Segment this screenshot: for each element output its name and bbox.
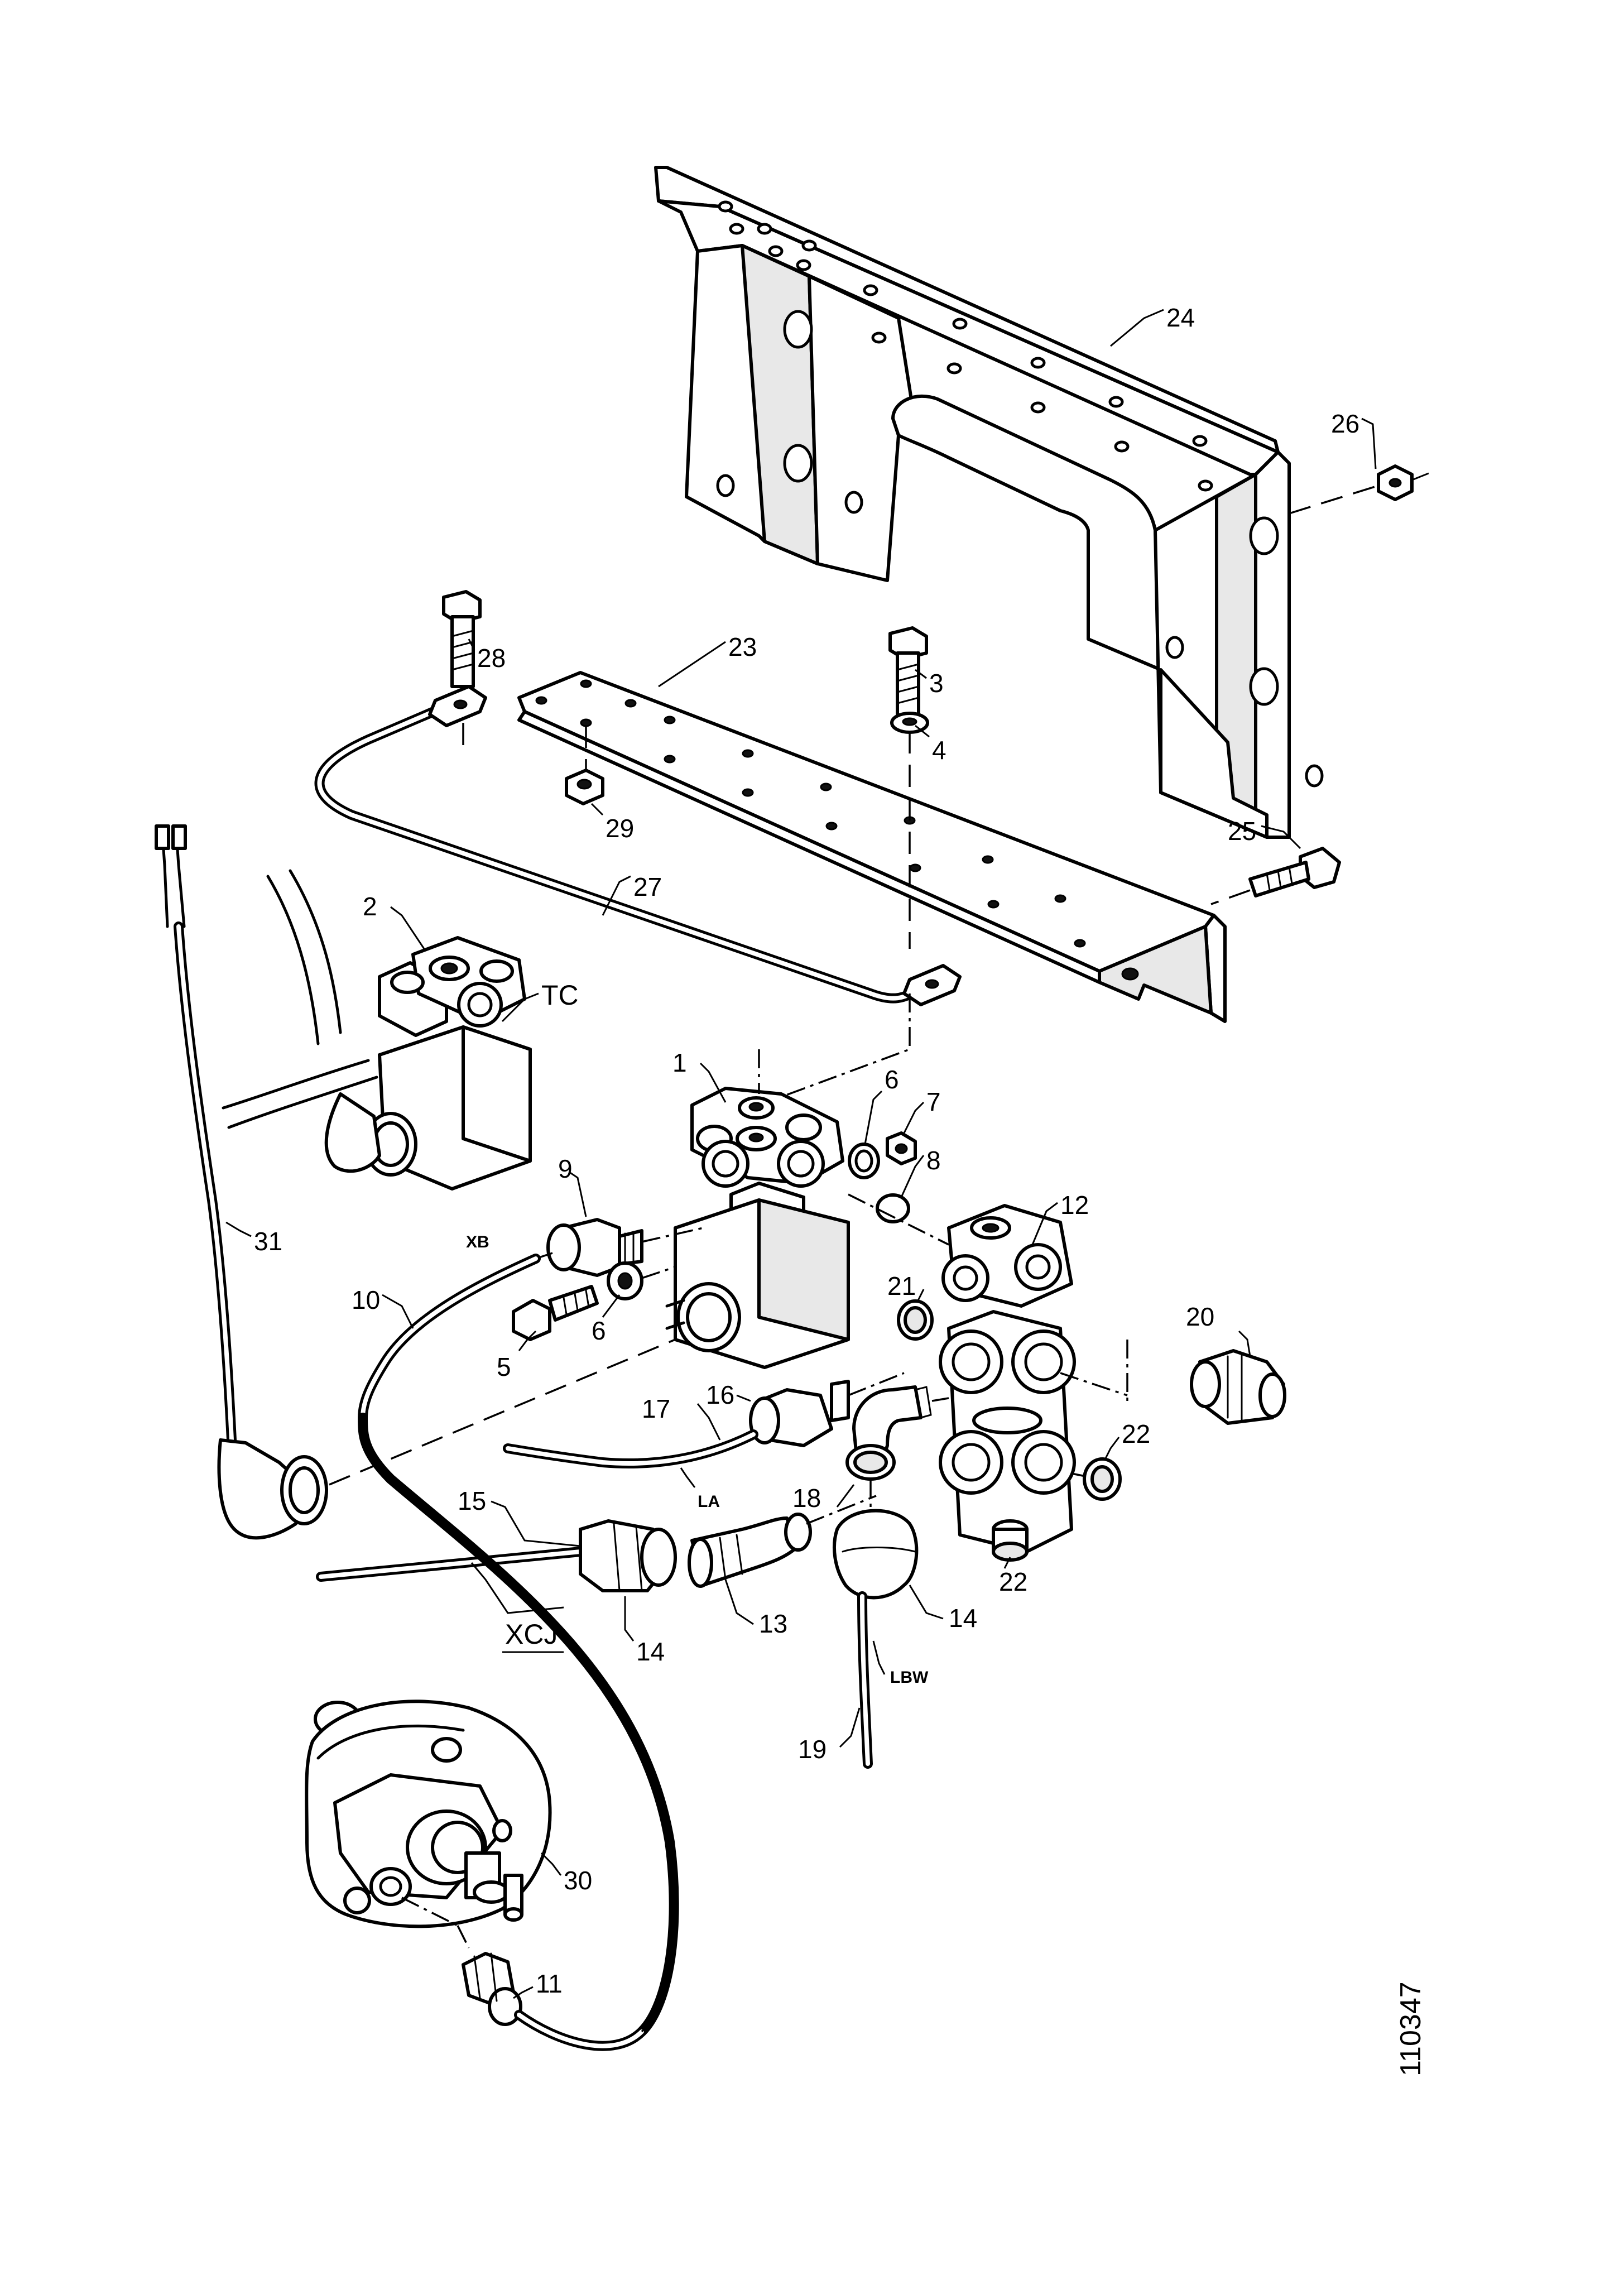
- tube-17: [503, 1429, 758, 1468]
- callout-3: 3: [929, 669, 944, 698]
- callout-26: 26: [1331, 409, 1359, 438]
- callout-14-right: 14: [949, 1604, 977, 1633]
- callout-24: 24: [1166, 303, 1195, 332]
- callout-9: 9: [558, 1154, 573, 1183]
- callout-18: 18: [792, 1484, 821, 1513]
- callout-22-bottom: 22: [999, 1567, 1027, 1596]
- callout-17: 17: [642, 1394, 670, 1423]
- callout-13: 13: [759, 1609, 787, 1638]
- callout-11: 11: [536, 1969, 563, 1998]
- nut-7: [886, 1131, 917, 1165]
- mounting-plate-23: [517, 671, 1227, 1023]
- fitting-20: [1190, 1349, 1286, 1425]
- nut-29: [565, 726, 604, 805]
- solenoid-valve-1: [665, 1049, 850, 1369]
- cable-31: [155, 824, 676, 1540]
- mounting-bracket-24: [654, 166, 1324, 839]
- callout-7: 7: [926, 1087, 941, 1116]
- code-tc: TC: [541, 980, 579, 1011]
- tube-15: [316, 1547, 585, 1582]
- callout-23: 23: [728, 632, 757, 661]
- callout-29: 29: [606, 814, 634, 843]
- tube-19: [857, 1591, 873, 1769]
- callout-31: 31: [254, 1227, 282, 1256]
- plug-22-right: [1071, 1457, 1122, 1501]
- callout-20: 20: [1186, 1302, 1214, 1331]
- callout-10: 10: [352, 1285, 380, 1314]
- callout-30: 30: [564, 1866, 592, 1895]
- pressure-switch-30: [305, 1700, 552, 1948]
- callout-6-upper: 6: [885, 1065, 899, 1094]
- fitting-16: [749, 1372, 905, 1447]
- callout-25: 25: [1228, 817, 1256, 846]
- distribution-block-12: [848, 1193, 1128, 1553]
- callout-19: 19: [798, 1735, 827, 1764]
- callout-28: 28: [477, 644, 506, 673]
- bolt-28: [442, 590, 482, 748]
- code-xcj: XCJ: [505, 1619, 558, 1650]
- callout-8: 8: [926, 1146, 941, 1175]
- callout-16: 16: [706, 1380, 734, 1409]
- callout-27: 27: [633, 872, 662, 901]
- elbow-13: [688, 1495, 877, 1588]
- callout-12: 12: [1060, 1191, 1089, 1220]
- tube-10: [358, 1254, 541, 1423]
- solenoid-valve-2: [222, 869, 532, 1191]
- code-xb: XB: [466, 1233, 489, 1251]
- callout-2: 2: [363, 892, 377, 921]
- plug-22-bottom: [992, 1519, 1029, 1562]
- callout-14-left: 14: [636, 1637, 665, 1666]
- nut-14-right: [833, 1509, 919, 1600]
- nut-14-left: [579, 1519, 677, 1592]
- washer-6-lower: [607, 1261, 676, 1300]
- callouts: 24 26 23 28 3 4 29 25 27 2 TC 1 6 7 8 9 …: [254, 303, 1359, 1998]
- nut-26: [1289, 464, 1429, 515]
- code-lbw: LBW: [890, 1668, 929, 1687]
- leader-lines: [225, 309, 1377, 1999]
- figure-number: 110347: [1395, 1981, 1427, 2076]
- callout-1: 1: [672, 1048, 687, 1077]
- bolt-5: [512, 1285, 599, 1341]
- code-la: LA: [698, 1492, 720, 1511]
- callout-21: 21: [887, 1271, 916, 1300]
- plug-21: [897, 1299, 934, 1341]
- callout-15: 15: [458, 1486, 486, 1515]
- elbow-18: [845, 1385, 949, 1540]
- bolt-25: [1210, 847, 1341, 905]
- callout-6-lower: 6: [592, 1316, 606, 1345]
- seal-6-upper: [848, 1143, 880, 1179]
- fitting-11: [358, 1413, 679, 2051]
- o-ring-8: [876, 1193, 910, 1223]
- callout-22-right: 22: [1122, 1419, 1150, 1448]
- fitting-9: [535, 1218, 704, 1277]
- callout-4: 4: [932, 736, 946, 765]
- bolt-3: [888, 626, 928, 719]
- callout-5: 5: [497, 1352, 511, 1381]
